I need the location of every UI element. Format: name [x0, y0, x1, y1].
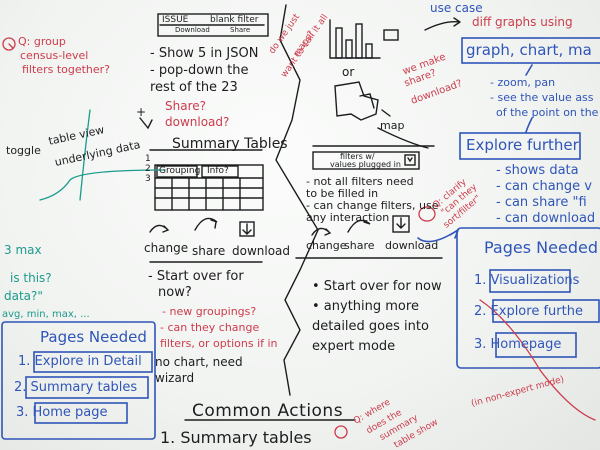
bullet-show-5: - Show 5 in JSON: [150, 46, 259, 61]
summary-tables-action: 1. Summary tables: [160, 428, 312, 447]
bullet-pop-down: - pop-down the: [150, 63, 249, 78]
middle-bullet-1b: to be filled in: [306, 187, 379, 200]
diff-graphs-note: diff graphs using: [472, 15, 573, 29]
red-note-can-they-change: - can they change: [160, 321, 260, 334]
graph-note-zoom: - zoom, pan: [490, 76, 556, 89]
explore-further-box-label: Explore further: [466, 136, 579, 154]
left-pages-needed-title: Pages Needed: [40, 328, 147, 346]
common-actions-title: Common Actions: [192, 401, 344, 421]
or-label: or: [342, 65, 355, 79]
plus-icon: +: [136, 105, 147, 119]
middle-change-action: change: [306, 239, 347, 252]
summary-download-action: download: [232, 244, 291, 258]
filters-label: filters w/: [340, 152, 375, 161]
right-pages-needed-title: Pages Needed: [484, 238, 598, 257]
info-header: Info?: [207, 166, 229, 176]
left-page-item-1: 1. Explore in Detail: [18, 354, 142, 369]
right-page-item-2: 2. Explore furthe: [474, 304, 583, 319]
graph-note-value: - see the value ass: [490, 91, 594, 104]
share-question: Share?: [165, 99, 206, 113]
row-number-3: 3: [145, 174, 151, 184]
note-group-line-1: Q: group: [18, 35, 66, 48]
right-page-item-3: 3. Homepage: [474, 337, 562, 352]
left-page-item-3: 3. Home page: [16, 405, 108, 420]
middle-bottom-bullet-2: • anything more: [312, 299, 419, 314]
left-page-item-2: 2. Summary tables: [14, 380, 138, 395]
toggle-label: toggle: [6, 144, 41, 157]
no-chart-line-2: wizard: [155, 371, 195, 385]
row-number-2: 2: [145, 164, 151, 174]
no-chart-line-1: no chart, need: [155, 355, 243, 369]
middle-bullet-1: - not all filters need: [306, 175, 414, 188]
explore-note-can-change: - can change v: [496, 179, 592, 194]
data-note: data?": [4, 289, 43, 303]
map-label: map: [380, 119, 405, 132]
issue-chip: ISSUE: [162, 15, 189, 25]
red-note-new-groupings: - new groupings?: [162, 305, 257, 318]
middle-download-action: download: [385, 239, 439, 252]
summary-change-action: change: [144, 241, 189, 255]
bullet-rest-of-23: rest of the 23: [150, 80, 238, 95]
summary-tables-title: Summary Tables: [172, 136, 288, 152]
min-max-note: avg, min, max, ...: [2, 309, 90, 320]
start-over-line-1: - Start over for: [148, 269, 244, 284]
graph-note-point: of the point on the: [496, 106, 599, 119]
use-case-label: use case: [430, 1, 483, 15]
middle-share-action: share: [344, 239, 375, 252]
middle-bottom-bullet-1: • Start over for now: [312, 279, 442, 294]
blank-filter-label: blank filter: [210, 15, 259, 25]
explore-note-can-share: - can share "fi: [496, 195, 587, 210]
explore-note-can-download: - can download: [496, 211, 596, 226]
middle-bottom-bullet-2c: expert mode: [312, 339, 396, 354]
start-over-line-2: now?: [158, 285, 192, 300]
red-note-filters-options: filters, or options if in: [160, 337, 278, 350]
share-chip: Share: [230, 26, 251, 34]
right-page-item-1: 1. Visualizations: [474, 273, 580, 288]
note-group-line-2: census-level: [20, 49, 89, 62]
is-this-note: is this?: [10, 271, 52, 285]
graph-chart-box-label: graph, chart, ma: [466, 41, 592, 59]
download-question: download?: [165, 115, 230, 129]
filters-values-label: values plugged in: [330, 160, 401, 169]
max-note: 3 max: [4, 243, 42, 257]
middle-bullet-2: - can change filters, use: [306, 199, 439, 212]
explore-note-shows-data: - shows data: [496, 163, 579, 178]
summary-share-action: share: [192, 244, 226, 258]
middle-bottom-bullet-2b: detailed goes into: [312, 319, 429, 334]
download-chip: Download: [175, 26, 210, 34]
middle-bullet-2b: any interaction: [306, 211, 390, 224]
row-number-1: 1: [145, 154, 151, 164]
grouping-header: Grouping: [159, 166, 201, 176]
note-group-line-3: filters together?: [22, 63, 111, 76]
